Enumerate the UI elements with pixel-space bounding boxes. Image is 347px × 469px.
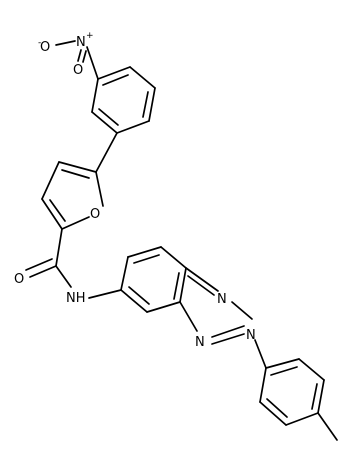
bond-to-3-inner — [311, 383, 318, 410]
atom-labels: N + O - O O O NH N N N — [14, 31, 256, 350]
bond-bt-6-inner — [128, 286, 150, 305]
bond-bt-3 — [160, 246, 187, 269]
bond-ph1-4 — [116, 120, 150, 134]
bond-no-double-b — [82, 50, 87, 63]
bond-to-4 — [285, 412, 319, 426]
bond-ph1-5 — [91, 111, 118, 134]
bond-ph1-5-inner — [98, 108, 119, 126]
bond-bt-2-inner — [133, 254, 160, 264]
bond-methyl — [317, 412, 338, 441]
bond-tz-3-inner — [211, 333, 245, 345]
atom-furan-o: O — [90, 207, 100, 222]
bond-tz-2 — [231, 301, 253, 320]
bond-n-tolyl — [254, 339, 267, 369]
atom-nitro-o-bottom: O — [73, 63, 83, 78]
bond-ph1-1-inner — [102, 74, 129, 86]
bond-bt-1 — [120, 256, 129, 291]
atom-nitro-o-left: O — [40, 40, 50, 55]
bond-ph1-2 — [129, 66, 156, 89]
bond-to-1 — [265, 358, 300, 369]
bond-tz-4 — [179, 301, 198, 332]
bond-ph1-1 — [97, 66, 131, 80]
bond-fu-1-inner — [61, 169, 90, 179]
bond-no-double-a — [77, 49, 82, 62]
bond-to-2 — [298, 358, 325, 381]
bond-fu-5 — [95, 171, 104, 207]
bond-furan-carbonyl — [55, 228, 63, 267]
bond-co-b — [25, 258, 53, 271]
atom-amide-nh: NH — [66, 291, 86, 306]
bond-bt-5 — [146, 301, 181, 313]
bond-fu-2 — [41, 161, 60, 200]
bond-fu-4 — [61, 216, 90, 230]
bond-to-6 — [259, 367, 267, 403]
bond-fu-1 — [58, 161, 97, 173]
bond-c-nh — [55, 265, 72, 288]
atom-triazole-n-right: N — [246, 328, 256, 343]
bond-bt-4 — [179, 267, 187, 303]
atom-nitro-o-left-charge: - — [38, 38, 41, 48]
bond-to-1-inner — [270, 366, 298, 376]
bond-co-a — [29, 265, 57, 278]
bond-aryl-furan — [95, 132, 118, 173]
bond-to-3 — [317, 379, 325, 414]
bond-bt-2 — [127, 246, 162, 258]
atom-amide-o: O — [14, 272, 24, 287]
bond-ph1-3-inner — [142, 91, 149, 118]
bond-fu-3 — [41, 198, 63, 230]
bond-ph1-3 — [148, 87, 156, 122]
atom-nitro-n: N — [76, 35, 86, 50]
bond-tz-1-inner — [187, 275, 215, 296]
bond-to-5-inner — [266, 398, 288, 418]
bond-n-aryl — [86, 46, 99, 80]
atom-nitro-n-charge: + — [86, 31, 94, 41]
atom-triazole-n-bottom: N — [195, 335, 205, 350]
bond-tz-3 — [211, 325, 245, 338]
bond-bt-4-inner — [173, 272, 180, 300]
bond-no-single — [55, 40, 76, 46]
bond-to-5 — [259, 401, 287, 426]
bond-nh-aryl — [88, 289, 122, 299]
bond-ph1-6 — [91, 78, 99, 113]
bond-fu-3-inner — [49, 199, 66, 222]
bond-bt-6 — [120, 289, 148, 313]
atom-triazole-n-top: N — [217, 292, 227, 307]
bond-tz-1 — [185, 267, 219, 292]
bonds — [25, 40, 338, 441]
